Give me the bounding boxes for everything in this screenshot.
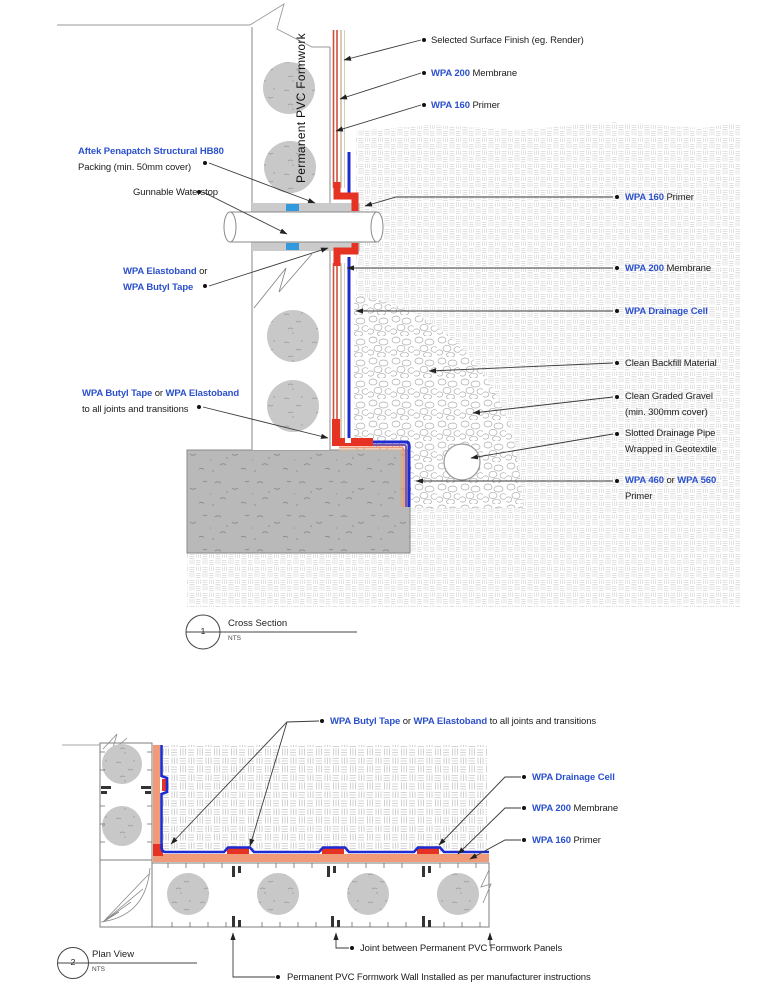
plan-view-drawing bbox=[57, 719, 526, 979]
label-text: Packing (min. 50mm cover) bbox=[78, 162, 192, 173]
label-text: Gunnable Waterstop bbox=[133, 187, 218, 198]
cross-section-leaders bbox=[202, 39, 614, 484]
label-wpa160-top: WPA 160 Primer bbox=[431, 98, 500, 114]
plan-membrane bbox=[153, 745, 489, 862]
plan-view-scale: NTS bbox=[92, 966, 105, 973]
label-text: Primer bbox=[663, 192, 694, 203]
plan-view-title-mark bbox=[57, 947, 197, 979]
label-text: Membrane bbox=[663, 263, 712, 274]
label-gunnable-waterstop: Gunnable Waterstop bbox=[133, 185, 218, 201]
label-wpa460-560: WPA 460 or WPA 560 Primer bbox=[625, 473, 716, 505]
label-text: to all joints and transitions bbox=[487, 716, 597, 727]
label-plan-wpa160: WPA 160 Primer bbox=[532, 833, 601, 849]
label-text: Membrane bbox=[570, 803, 619, 814]
label-text: or bbox=[663, 475, 678, 486]
cross-section-drawing bbox=[57, 3, 740, 650]
label-text-blue: WPA Drainage Cell bbox=[625, 306, 708, 317]
footing-membrane-wrap bbox=[339, 444, 407, 507]
label-text: Selected Surface Finish (eg. Render) bbox=[431, 35, 584, 46]
gunnable-waterstop-lower bbox=[286, 243, 299, 250]
label-text: Membrane bbox=[469, 68, 518, 79]
plan-drainage-cell-line bbox=[160, 745, 489, 854]
label-text: (min. 300mm cover) bbox=[625, 407, 708, 418]
label-text: or bbox=[152, 388, 166, 399]
label-text-blue: WPA 560 bbox=[677, 475, 717, 486]
label-text-blue: WPA 160 bbox=[625, 192, 664, 203]
label-plan-butyl: WPA Butyl Tape or WPA Elastoband to all … bbox=[330, 714, 596, 730]
cross-section-title: Cross Section bbox=[228, 618, 288, 629]
label-text: Slotted Drainage Pipe bbox=[625, 428, 716, 439]
label-text: Clean Backfill Material bbox=[625, 358, 717, 369]
label-surface-finish: Selected Surface Finish (eg. Render) bbox=[431, 33, 584, 49]
leader-dots bbox=[197, 38, 619, 483]
wall-cores bbox=[263, 62, 319, 432]
tape-notch bbox=[345, 438, 351, 443]
label-text: Clean Graded Gravel bbox=[625, 391, 713, 402]
label-wpa200-top: WPA 200 Membrane bbox=[431, 66, 517, 82]
label-text-blue: WPA Butyl Tape bbox=[82, 388, 153, 399]
label-text: Joint between Permanent PVC Formwork Pan… bbox=[360, 943, 563, 954]
label-text: Primer bbox=[469, 100, 500, 111]
slotted-drainage-pipe bbox=[443, 443, 481, 481]
label-elastoband: WPA Elastoband or WPA Butyl Tape bbox=[123, 264, 207, 296]
label-text-blue: WPA Elastoband bbox=[165, 388, 240, 399]
label-text: to all joints and transitions bbox=[82, 404, 189, 415]
label-plan-drainage-cell: WPA Drainage Cell bbox=[532, 770, 615, 786]
gunnable-waterstop-upper bbox=[286, 204, 299, 211]
plan-backfill-hatch bbox=[163, 745, 487, 852]
label-text-blue: WPA 460 bbox=[625, 475, 664, 486]
label-text: Permanent PVC Formwork Wall Installed as… bbox=[287, 972, 591, 983]
label-wpa160-right: WPA 160 Primer bbox=[625, 190, 694, 206]
label-wall-installed: Permanent PVC Formwork Wall Installed as… bbox=[287, 970, 591, 986]
wall-vertical-label: Permanent PVC Formwork bbox=[294, 33, 308, 183]
label-backfill: Clean Backfill Material bbox=[625, 356, 717, 372]
corner-fan bbox=[100, 867, 151, 923]
formwork-ticks bbox=[100, 751, 481, 927]
label-text-blue: WPA Butyl Tape bbox=[123, 282, 194, 293]
plan-wall-cores bbox=[102, 744, 479, 915]
label-graded-gravel: Clean Graded Gravel (min. 300mm cover) bbox=[625, 389, 713, 421]
label-text: Wrapped in Geotextile bbox=[625, 444, 717, 455]
plan-leaders bbox=[170, 720, 521, 978]
label-text-blue: WPA Elastoband bbox=[123, 266, 197, 277]
label-aftek-packing: Aftek Penapatch Structural HB80 Packing … bbox=[78, 144, 224, 176]
label-text: Primer bbox=[570, 835, 601, 846]
label-wpa200-right: WPA 200 Membrane bbox=[625, 261, 711, 277]
cross-section-number: 1 bbox=[200, 626, 206, 636]
label-text-blue: WPA 200 bbox=[532, 803, 571, 814]
top-break bbox=[57, 3, 330, 48]
label-text: or bbox=[400, 716, 414, 727]
label-slotted-pipe: Slotted Drainage Pipe Wrapped in Geotext… bbox=[625, 426, 717, 458]
label-text-blue: Aftek Penapatch Structural HB80 bbox=[78, 146, 224, 157]
label-drainage-cell: WPA Drainage Cell bbox=[625, 304, 708, 320]
label-text-blue: WPA 200 bbox=[625, 263, 664, 274]
label-text-blue: WPA 160 bbox=[431, 100, 470, 111]
label-text-blue: WPA 200 bbox=[431, 68, 470, 79]
plan-view-title: Plan View bbox=[92, 949, 135, 960]
panel-joint-clips bbox=[101, 786, 431, 927]
service-pipe bbox=[223, 211, 384, 243]
plan-leader-dots bbox=[276, 719, 526, 979]
label-text: Primer bbox=[625, 491, 653, 502]
plan-break-right bbox=[480, 869, 492, 904]
mid-wall-break bbox=[253, 253, 313, 309]
cross-section-title-mark bbox=[185, 614, 357, 650]
butyl-tape-pieces bbox=[332, 182, 373, 446]
plan-view-number: 2 bbox=[70, 957, 76, 967]
label-text-blue: WPA Drainage Cell bbox=[532, 772, 615, 783]
label-plan-wpa200: WPA 200 Membrane bbox=[532, 801, 618, 817]
cross-section-scale: NTS bbox=[228, 635, 241, 642]
label-text-blue: WPA Elastoband bbox=[413, 716, 488, 727]
label-text: or bbox=[196, 266, 208, 277]
label-panel-joint: Joint between Permanent PVC Formwork Pan… bbox=[360, 941, 562, 957]
label-butyl-tape-joints: WPA Butyl Tape or WPA Elastoband to all … bbox=[82, 386, 239, 418]
label-text-blue: WPA Butyl Tape bbox=[330, 716, 401, 727]
label-text-blue: WPA 160 bbox=[532, 835, 571, 846]
concrete-footing bbox=[186, 449, 411, 554]
